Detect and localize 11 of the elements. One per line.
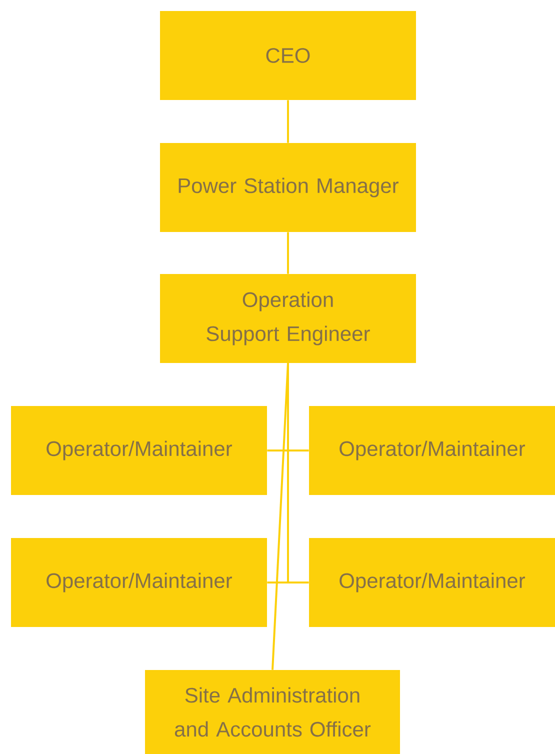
connector-line [287,232,289,274]
org-box: Operator/Maintainer [309,406,555,495]
org-box: Site Administration and Accounts Officer [145,670,400,754]
org-box: Operation Support Engineer [160,274,416,363]
org-box: Power Station Manager [160,143,416,232]
org-box: Operator/Maintainer [309,538,555,627]
connector-line [287,100,289,143]
connector-line [272,363,289,670]
org-box: CEO [160,11,416,100]
org-box: Operator/Maintainer [11,538,267,627]
org-box: Operator/Maintainer [11,406,267,495]
